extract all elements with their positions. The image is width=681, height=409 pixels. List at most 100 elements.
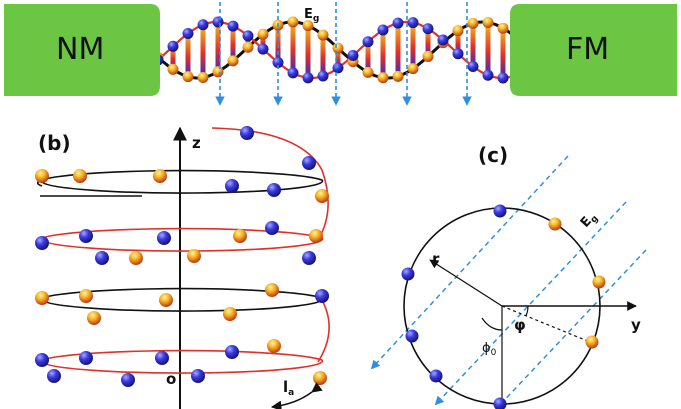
atom-blue [302, 156, 316, 170]
left-lead-nm [4, 4, 160, 96]
phi0-angle-arc [481, 317, 503, 331]
coil-atoms [35, 126, 329, 387]
base-pair [320, 35, 326, 76]
atom-blue [493, 397, 507, 409]
atom-blue [401, 267, 415, 281]
base-pair [170, 46, 176, 70]
atom-blue [79, 229, 93, 243]
atom-orange [223, 307, 237, 321]
base-pair [230, 26, 236, 61]
left-lead-label: NM [56, 32, 104, 67]
atom-direction-line [501, 305, 591, 343]
base-pair [500, 28, 506, 78]
panel-a: NM FM Eg [4, 2, 677, 106]
atom-blue [272, 57, 284, 69]
right-lead-label: FM [566, 32, 609, 67]
atom-orange [187, 249, 201, 263]
atom-blue [227, 20, 239, 32]
base-pair [365, 41, 371, 73]
right-lead-fm [510, 4, 677, 96]
atom-orange [227, 55, 239, 67]
atom-blue [79, 351, 93, 365]
atom-blue [35, 353, 49, 367]
base-pairs [155, 22, 506, 78]
atom-blue [225, 345, 239, 359]
helix-strand-black [148, 20, 513, 80]
atom-blue [467, 60, 479, 72]
base-pair [470, 23, 476, 67]
atom-orange [309, 229, 323, 243]
base-pair [335, 48, 341, 68]
base-pair [275, 25, 281, 63]
z-axis-label: z [192, 134, 201, 152]
atom-blue [422, 23, 434, 35]
atom-orange [167, 63, 179, 75]
atom-orange [35, 291, 49, 305]
atom-orange [287, 16, 299, 28]
atom-orange [548, 217, 562, 231]
atom-orange [452, 25, 464, 37]
atom-orange [257, 28, 269, 40]
atom-orange [422, 50, 434, 62]
atom-blue [242, 30, 254, 42]
atom-blue [225, 179, 239, 193]
field-lines [370, 155, 647, 409]
lattice-spacing-arrow [270, 382, 323, 409]
atom-blue [347, 50, 359, 62]
atom-orange [87, 311, 101, 325]
phi-angle-label: φ [514, 316, 526, 334]
atom-orange [153, 169, 167, 183]
y-axis-label: y [631, 316, 641, 334]
field-label-eg: Eg [304, 7, 319, 24]
atom-blue [493, 204, 507, 218]
atom-orange [377, 72, 389, 84]
atom-orange [362, 66, 374, 78]
atom-blue [240, 126, 254, 140]
base-pair [425, 28, 431, 57]
atom-blue [377, 24, 389, 36]
atom-blue [482, 69, 494, 81]
atom-orange [159, 293, 173, 307]
atom-blue [315, 289, 329, 303]
base-pair [395, 23, 401, 77]
atom-blue [362, 36, 374, 48]
atom-orange [35, 169, 49, 183]
atom-orange [182, 71, 194, 83]
base-pair [305, 25, 311, 78]
atom-blue [155, 351, 169, 365]
panel-c: (c) y r φ ϕ0 Eg [370, 143, 647, 409]
field-arrows [215, 2, 472, 106]
atom-blue [257, 43, 269, 55]
base-pair [455, 30, 461, 54]
atom-blue [497, 72, 509, 84]
atom-blue [182, 28, 194, 40]
phi-angle-arc [525, 305, 529, 317]
panel-b-label: (b) [38, 131, 71, 155]
phi0-angle-label: ϕ0 [482, 341, 497, 358]
atom-orange [197, 72, 209, 84]
atom-orange [79, 289, 93, 303]
atom-orange [482, 16, 494, 28]
atom-blue [317, 70, 329, 82]
atom-blue [407, 17, 419, 29]
atom-orange [317, 29, 329, 41]
base-pair [380, 30, 386, 78]
base-pair [215, 22, 221, 72]
base-pair [290, 22, 296, 73]
atom-blue [47, 369, 61, 383]
atom-orange [73, 169, 87, 183]
coil-side-strand [317, 299, 330, 363]
base-pair [410, 22, 416, 69]
atom-orange [302, 20, 314, 32]
atom-blue [167, 40, 179, 52]
lattice-spacing-label: la [283, 378, 294, 398]
field-label-eg-c: Eg [578, 209, 601, 232]
atom-blue [191, 369, 205, 383]
atom-blue [265, 221, 279, 235]
atom-blue [302, 251, 316, 265]
radius-arrow [429, 259, 503, 307]
atom-blue [392, 17, 404, 29]
atom-blue [287, 67, 299, 79]
origin-label: o [166, 370, 176, 388]
